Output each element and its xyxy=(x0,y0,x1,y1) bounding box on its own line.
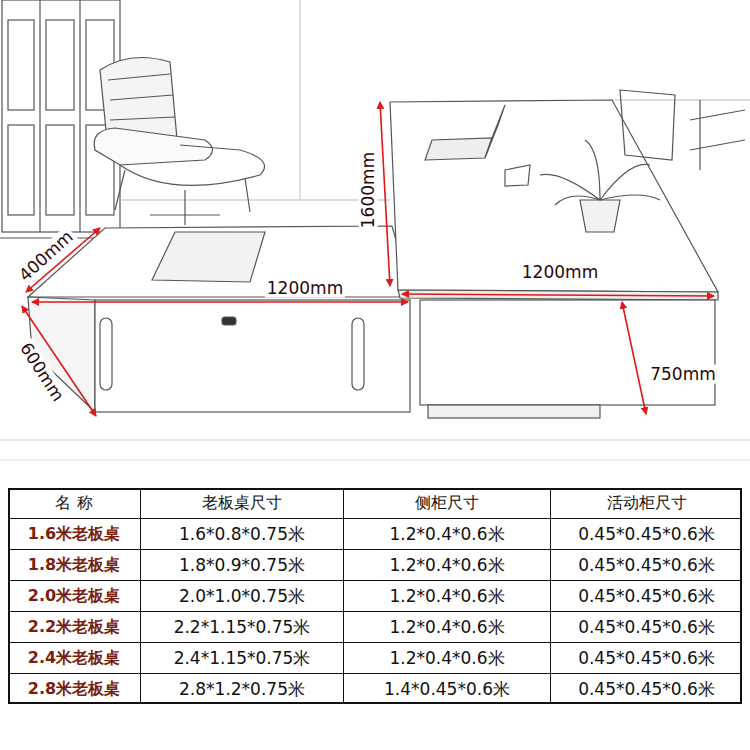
dimension-label: 1600mm xyxy=(359,150,378,230)
table-cell: 1.8*0.9*0.75米 xyxy=(140,549,343,580)
table-cell: 2.2*1.15*0.75米 xyxy=(140,611,343,642)
row-name: 1.8米老板桌 xyxy=(28,555,120,576)
table-value: 1.2*0.4*0.6米 xyxy=(389,585,504,608)
table-header: 老板桌尺寸 xyxy=(202,493,282,514)
table-cell: 1.2*0.4*0.6米 xyxy=(343,549,550,580)
table-cell: 0.45*0.45*0.6米 xyxy=(550,642,742,673)
row-name: 1.6米老板桌 xyxy=(28,524,120,545)
table-value: 2.4*1.15*0.75米 xyxy=(174,647,311,670)
dimension-label: 750mm xyxy=(648,365,718,384)
table-value: 0.45*0.45*0.6米 xyxy=(578,616,715,639)
table-cell: 1.2*0.4*0.6米 xyxy=(343,518,550,549)
table-cell: 2.4*1.15*0.75米 xyxy=(140,642,343,673)
row-name: 2.0米老板桌 xyxy=(28,586,120,607)
table-value: 1.2*0.4*0.6米 xyxy=(389,523,504,546)
dimension-label: 1200mm xyxy=(265,279,345,298)
table-value: 1.2*0.4*0.6米 xyxy=(389,554,504,577)
table-cell: 2.8米老板桌 xyxy=(8,673,140,704)
table-cell: 0.45*0.45*0.6米 xyxy=(550,611,742,642)
table-cell: 2.8*1.2*0.75米 xyxy=(140,673,343,704)
table-header: 侧柜尺寸 xyxy=(415,493,479,514)
table-cell: 0.45*0.45*0.6米 xyxy=(550,580,742,611)
table-value: 2.8*1.2*0.75米 xyxy=(179,678,305,701)
table-value: 2.0*1.0*0.75米 xyxy=(179,585,305,608)
table-value: 0.45*0.45*0.6米 xyxy=(578,585,715,608)
table-value: 1.6*0.8*0.75米 xyxy=(179,523,305,546)
table-header: 名 称 xyxy=(55,493,92,514)
table-value: 1.4*0.45*0.6米 xyxy=(384,678,510,701)
dimension-label: 1200mm xyxy=(520,263,600,282)
table-value: 0.45*0.45*0.6米 xyxy=(578,523,715,546)
table-value: 0.45*0.45*0.6米 xyxy=(578,678,715,701)
table-cell: 1.2*0.4*0.6米 xyxy=(343,580,550,611)
desk-illustration xyxy=(0,0,750,480)
table-cell: 侧柜尺寸 xyxy=(343,488,550,518)
table-cell: 1.8米老板桌 xyxy=(8,549,140,580)
table-cell: 0.45*0.45*0.6米 xyxy=(550,518,742,549)
table-value: 2.2*1.15*0.75米 xyxy=(174,616,311,639)
row-name: 2.4米老板桌 xyxy=(28,648,120,669)
table-cell: 2.0米老板桌 xyxy=(8,580,140,611)
table-header: 活动柜尺寸 xyxy=(607,493,687,514)
table-value: 1.2*0.4*0.6米 xyxy=(389,616,504,639)
table-value: 1.8*0.9*0.75米 xyxy=(179,554,305,577)
table-cell: 老板桌尺寸 xyxy=(140,488,343,518)
table-cell: 1.2*0.4*0.6米 xyxy=(343,611,550,642)
table-cell: 1.6米老板桌 xyxy=(8,518,140,549)
table-cell: 1.4*0.45*0.6米 xyxy=(343,673,550,704)
table-cell: 2.4米老板桌 xyxy=(8,642,140,673)
table-value: 0.45*0.45*0.6米 xyxy=(578,554,715,577)
row-name: 2.2米老板桌 xyxy=(28,617,120,638)
table-cell: 0.45*0.45*0.6米 xyxy=(550,673,742,704)
table-cell: 2.2米老板桌 xyxy=(8,611,140,642)
table-cell: 1.6*0.8*0.75米 xyxy=(140,518,343,549)
table-cell: 2.0*1.0*0.75米 xyxy=(140,580,343,611)
table-cell: 活动柜尺寸 xyxy=(550,488,742,518)
table-cell: 0.45*0.45*0.6米 xyxy=(550,549,742,580)
row-name: 2.8米老板桌 xyxy=(28,679,120,700)
table-cell: 1.2*0.4*0.6米 xyxy=(343,642,550,673)
table-cell: 名 称 xyxy=(8,488,140,518)
table-value: 1.2*0.4*0.6米 xyxy=(389,647,504,670)
table-value: 0.45*0.45*0.6米 xyxy=(578,647,715,670)
